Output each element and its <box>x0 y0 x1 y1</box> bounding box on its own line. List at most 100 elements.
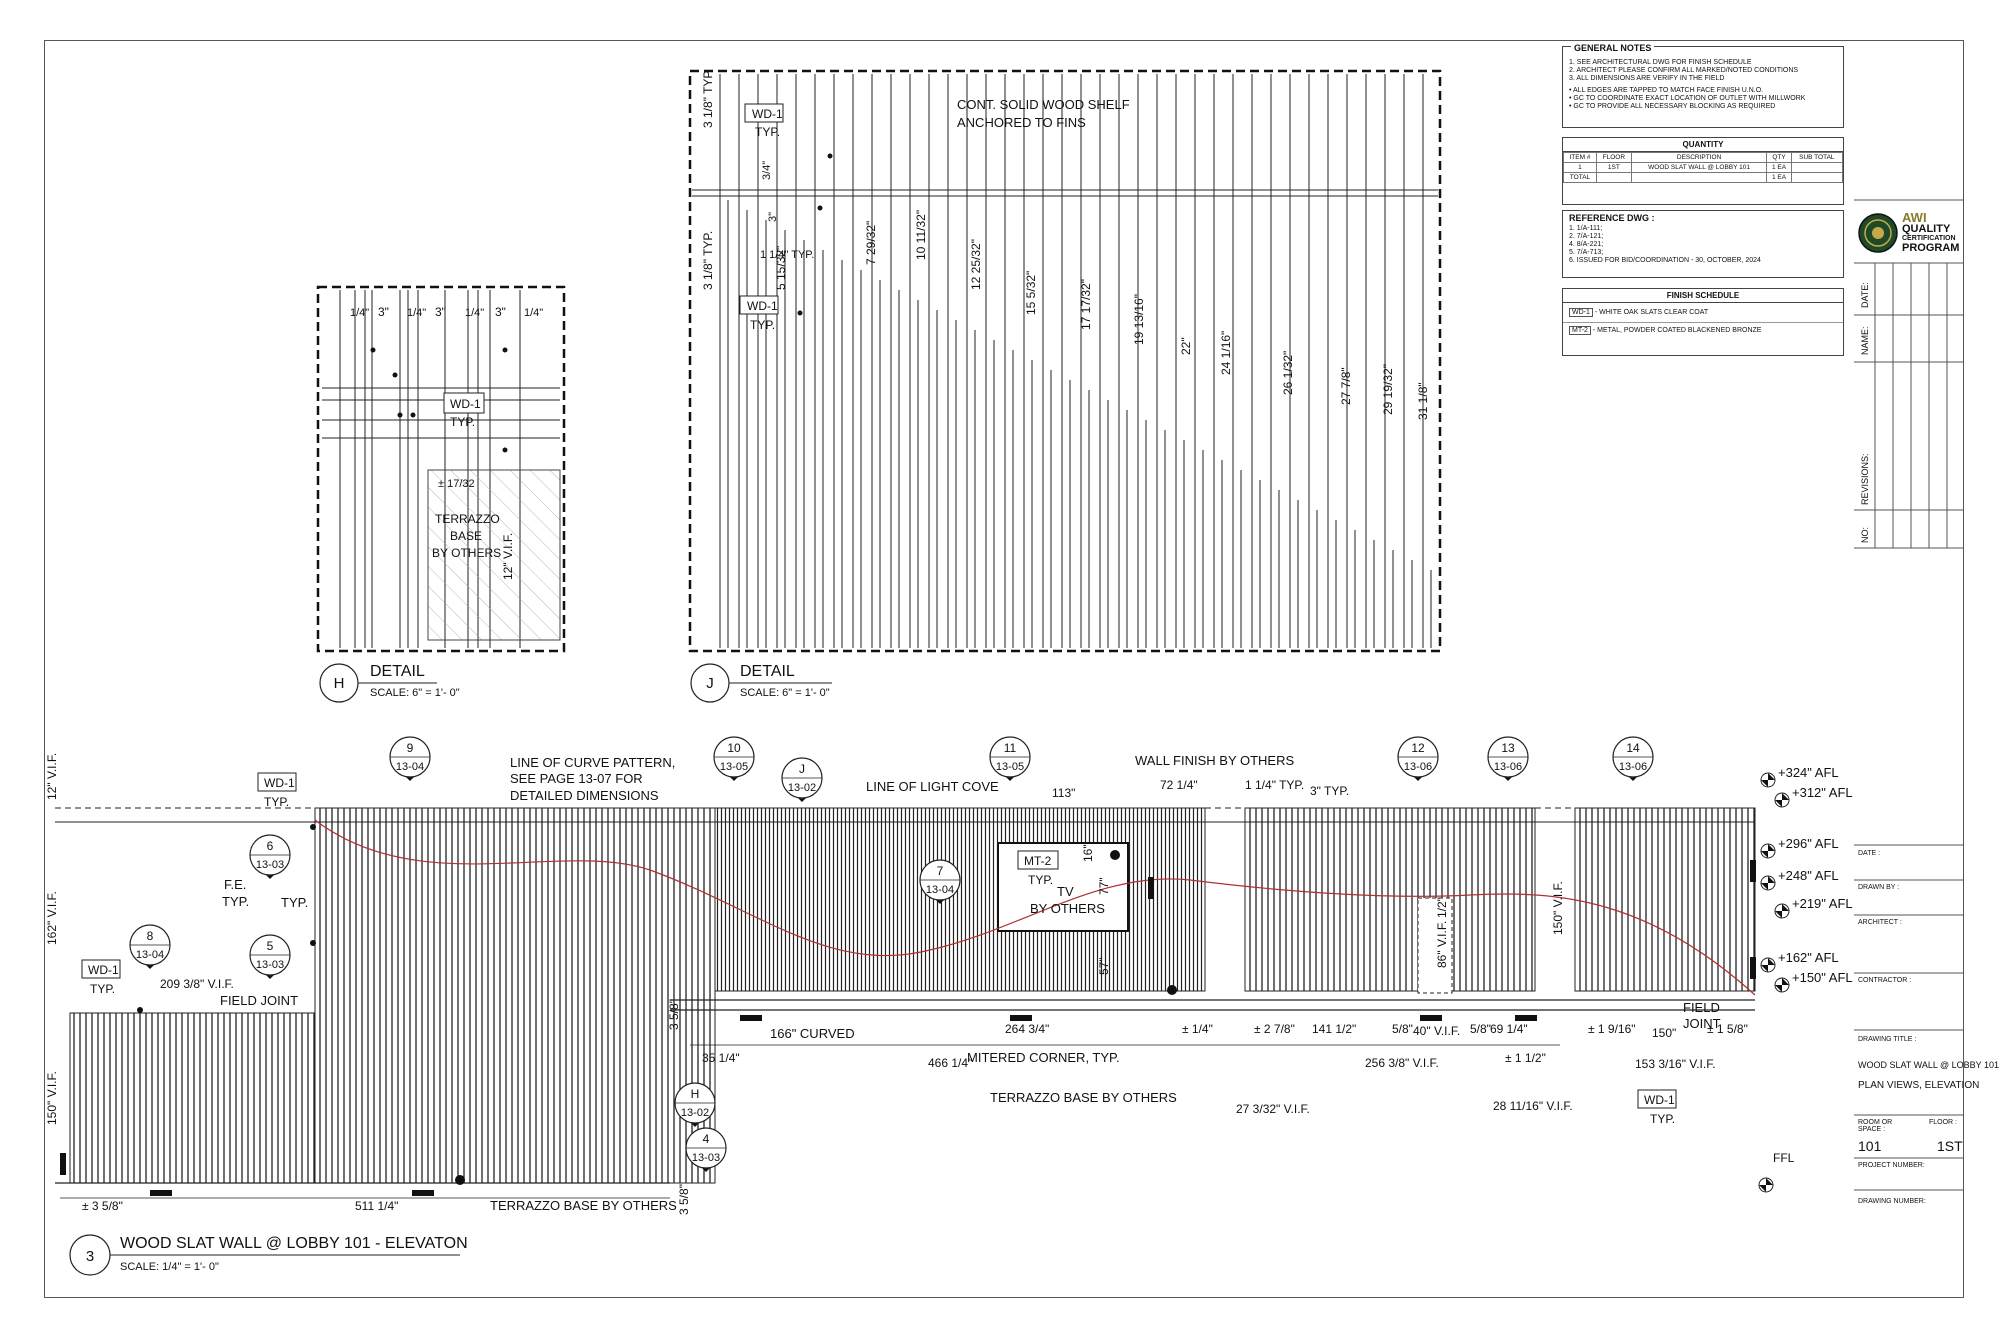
svg-text:+219" AFL: +219" AFL <box>1792 896 1853 911</box>
svg-text:TERRAZZO BASE BY OTHERS: TERRAZZO BASE BY OTHERS <box>490 1198 677 1213</box>
svg-text:166" CURVED: 166" CURVED <box>770 1026 855 1041</box>
svg-text:FIELD: FIELD <box>1683 1000 1720 1015</box>
svg-text:13-06: 13-06 <box>1619 761 1647 773</box>
svg-text:13-04: 13-04 <box>926 884 954 896</box>
detail-h-wd1-tag: WD-1 <box>450 397 481 411</box>
drawing-sheet-border <box>44 40 1964 1298</box>
svg-text:WD-1: WD-1 <box>264 776 295 790</box>
svg-text:TYP.: TYP. <box>755 125 780 139</box>
svg-text:TV: TV <box>1057 884 1074 899</box>
svg-text:WD-1: WD-1 <box>747 299 778 313</box>
ffl-marker <box>1758 1177 1774 1193</box>
svg-text:40" V.I.F.: 40" V.I.F. <box>1413 1024 1460 1038</box>
svg-text:+312" AFL: +312" AFL <box>1792 785 1853 800</box>
detail-h: 1/4" 3" 1/4" 3" 1/4" 3" 1/4" WD-1 TYP. ±… <box>316 285 566 703</box>
svg-text:13-03: 13-03 <box>256 859 284 871</box>
svg-text:12: 12 <box>1411 741 1425 755</box>
svg-text:3 1/8" TYP.: 3 1/8" TYP. <box>701 69 715 128</box>
svg-text:13-04: 13-04 <box>396 761 424 773</box>
elevation-3: 913-041013-051113-051213-061313-061413-0… <box>45 736 1853 1276</box>
section-callout: 4 13-03 <box>685 1127 727 1172</box>
svg-text:27 3/32" V.I.F.: 27 3/32" V.I.F. <box>1236 1102 1310 1116</box>
svg-text:77": 77" <box>1097 877 1111 895</box>
detail-j-title: DETAIL <box>740 663 795 680</box>
awi-quality-certification-logo: AWI QUALITY CERTIFICATION PROGRAM <box>1858 208 1960 258</box>
svg-text:TYP.: TYP. <box>1028 873 1053 887</box>
section-callout: 8 13-04 <box>129 924 171 969</box>
svg-text:3": 3" <box>378 305 389 319</box>
svg-text:SCALE: 1/4" = 1'- 0": SCALE: 1/4" = 1'- 0" <box>120 1261 219 1273</box>
detail-j-fin-heights: 5 15/32"7 29/32"10 11/32"12 25/32"15 5/3… <box>774 210 1430 420</box>
svg-text:86" V.I.F.: 86" V.I.F. <box>1435 921 1449 968</box>
svg-text:+324" AFL: +324" AFL <box>1778 765 1839 780</box>
svg-text:± 17/32: ± 17/32 <box>438 478 475 490</box>
svg-text:3": 3" <box>495 305 506 319</box>
svg-text:WD-1: WD-1 <box>1644 1093 1675 1107</box>
detail-h-bubble: H <box>334 675 345 692</box>
svg-text:FIELD JOINT: FIELD JOINT <box>220 993 298 1008</box>
svg-text:13-05: 13-05 <box>996 761 1024 773</box>
afl-level-marker: +219" AFL <box>1774 896 1853 919</box>
svg-text:162" V.I.F.: 162" V.I.F. <box>45 891 59 945</box>
svg-text:TYP.: TYP. <box>90 982 115 996</box>
svg-text:256 3/8" V.I.F.: 256 3/8" V.I.F. <box>1365 1056 1439 1070</box>
svg-text:57": 57" <box>1097 957 1111 975</box>
svg-text:5/8": 5/8" <box>1392 1022 1413 1036</box>
afl-level-marker: +296" AFL <box>1760 836 1839 859</box>
svg-text:13-03: 13-03 <box>692 1152 720 1164</box>
svg-text:141 1/2": 141 1/2" <box>1312 1022 1356 1036</box>
svg-text:SEE PAGE 13-07 FOR: SEE PAGE 13-07 FOR <box>510 771 643 786</box>
svg-text:DETAILED DIMENSIONS: DETAILED DIMENSIONS <box>510 788 659 803</box>
svg-text:150": 150" <box>1652 1026 1676 1040</box>
svg-text:± 2 7/8": ± 2 7/8" <box>1254 1022 1295 1036</box>
svg-text:ANCHORED TO FINS: ANCHORED TO FINS <box>957 115 1086 130</box>
curve-pattern-line <box>314 819 1756 996</box>
svg-text:13-04: 13-04 <box>136 949 164 961</box>
reference-dwg-panel: REFERENCE DWG : 1. 1/A-111; 2. 7/A-121; … <box>1562 210 1844 278</box>
svg-text:10: 10 <box>727 741 741 755</box>
svg-text:H: H <box>691 1087 700 1101</box>
svg-text:1/2": 1/2" <box>1435 897 1449 918</box>
svg-text:113": 113" <box>1052 786 1075 800</box>
fin-height-label: 19 13/16" <box>1132 294 1146 345</box>
svg-text:13-02: 13-02 <box>681 1107 709 1119</box>
svg-text:13-05: 13-05 <box>720 761 748 773</box>
svg-text:CONT. SOLID WOOD SHELF: CONT. SOLID WOOD SHELF <box>957 97 1130 112</box>
svg-text:TYP.: TYP. <box>264 795 289 809</box>
elevation-bubble: 3 <box>86 1248 94 1265</box>
svg-text:8: 8 <box>147 929 154 943</box>
afl-level-marker: +162" AFL <box>1760 950 1839 973</box>
fin-height-label: 7 29/32" <box>864 221 878 265</box>
fin-height-label: 22" <box>1179 337 1193 355</box>
svg-text:14: 14 <box>1626 741 1640 755</box>
svg-text:150" V.I.F.: 150" V.I.F. <box>45 1071 59 1125</box>
svg-text:35 1/4": 35 1/4" <box>702 1051 740 1065</box>
fin-height-label: 10 11/32" <box>914 210 928 260</box>
svg-text:16": 16" <box>1081 844 1095 862</box>
section-callout: 14 13-06 <box>1612 736 1654 781</box>
svg-text:3" TYP.: 3" TYP. <box>1310 784 1349 798</box>
svg-text:13-03: 13-03 <box>256 959 284 971</box>
section-callout: 913-04 <box>389 736 431 781</box>
svg-text:TYP.: TYP. <box>450 415 475 429</box>
svg-text:13-06: 13-06 <box>1494 761 1522 773</box>
svg-text:± 1 9/16": ± 1 9/16" <box>1588 1022 1636 1036</box>
section-callout: J 13-02 <box>781 757 823 802</box>
svg-text:511 1/4": 511 1/4" <box>355 1199 398 1213</box>
svg-text:WALL FINISH BY OTHERS: WALL FINISH BY OTHERS <box>1135 753 1294 768</box>
title-block-grid <box>1854 199 1964 1191</box>
svg-text:J: J <box>799 762 805 776</box>
svg-text:1/4": 1/4" <box>350 307 369 319</box>
svg-text:13-02: 13-02 <box>788 782 816 794</box>
afl-level-marker: +248" AFL <box>1760 868 1839 891</box>
svg-text:TERRAZZO: TERRAZZO <box>435 512 500 526</box>
svg-text:7: 7 <box>937 864 944 878</box>
svg-text:TYP.: TYP. <box>750 318 775 332</box>
svg-text:± 1 1/2": ± 1 1/2" <box>1505 1051 1546 1065</box>
svg-text:F.E.: F.E. <box>224 877 246 892</box>
svg-text:3 5/8": 3 5/8" <box>667 999 681 1030</box>
svg-text:4: 4 <box>703 1132 710 1146</box>
